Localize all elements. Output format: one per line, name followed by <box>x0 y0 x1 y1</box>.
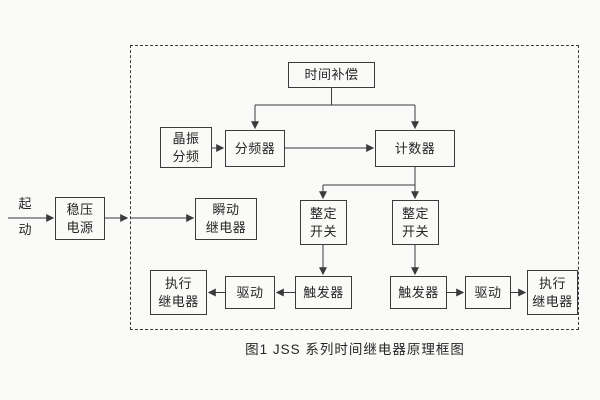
exec-relay-left-label-line-1: 执行 <box>164 275 192 291</box>
power-supply-block: 稳压 电源 <box>55 197 105 240</box>
instant-relay-block: 瞬动 继电器 <box>195 198 257 240</box>
driver-right-block: 驱动 <box>465 276 511 309</box>
counter-label: 计数器 <box>394 140 436 156</box>
driver-left-block: 驱动 <box>225 276 275 309</box>
start-signal-label-line-1: 起 <box>18 196 32 211</box>
driver-left-label: 驱动 <box>236 284 264 300</box>
figure-caption: 图1 JSS 系列时间继电器原理框图 <box>245 342 465 357</box>
trigger-right-label: 触发器 <box>398 284 439 300</box>
frequency-divider-label: 分频器 <box>234 140 276 156</box>
start-signal-label-line-2: 动 <box>18 222 32 237</box>
crystal-divider-label-line-2: 分频 <box>172 148 200 164</box>
exec-relay-left-label-line-2: 继电器 <box>158 293 199 309</box>
instant-relay-label-line-1: 瞬动 <box>212 202 240 217</box>
start-signal-label: 起 动 <box>14 196 36 238</box>
setting-switch-left-label-line-1: 整定 <box>309 205 337 221</box>
trigger-left-block: 触发器 <box>295 276 352 309</box>
frequency-divider-block: 分频器 <box>225 130 285 167</box>
setting-switch-right-label-line-2: 开关 <box>401 223 429 239</box>
time-compensation-label: 时间补偿 <box>304 67 359 82</box>
counter-block: 计数器 <box>375 130 455 167</box>
exec-relay-left-block: 执行 继电器 <box>150 270 207 315</box>
instant-relay-label-line-2: 继电器 <box>205 220 247 235</box>
exec-relay-right-label-line-2: 继电器 <box>532 293 573 309</box>
power-supply-label-line-2: 电源 <box>66 219 94 235</box>
crystal-divider-label-line-1: 晶振 <box>172 130 200 146</box>
time-compensation-block: 时间补偿 <box>288 62 375 88</box>
power-supply-label-line-1: 稳压 <box>66 201 94 217</box>
exec-relay-right-label-line-1: 执行 <box>538 275 566 291</box>
relay-internal-dashed-frame <box>130 45 579 330</box>
exec-relay-right-block: 执行 继电器 <box>527 270 578 315</box>
driver-right-label: 驱动 <box>474 284 502 300</box>
setting-switch-left-label-line-2: 开关 <box>309 223 337 239</box>
trigger-left-label: 触发器 <box>303 284 344 300</box>
trigger-right-block: 触发器 <box>390 276 447 309</box>
setting-switch-left-block: 整定 开关 <box>300 200 347 245</box>
crystal-divider-block: 晶振 分频 <box>160 127 212 168</box>
setting-switch-right-label-line-1: 整定 <box>401 205 429 221</box>
setting-switch-right-block: 整定 开关 <box>392 200 439 245</box>
